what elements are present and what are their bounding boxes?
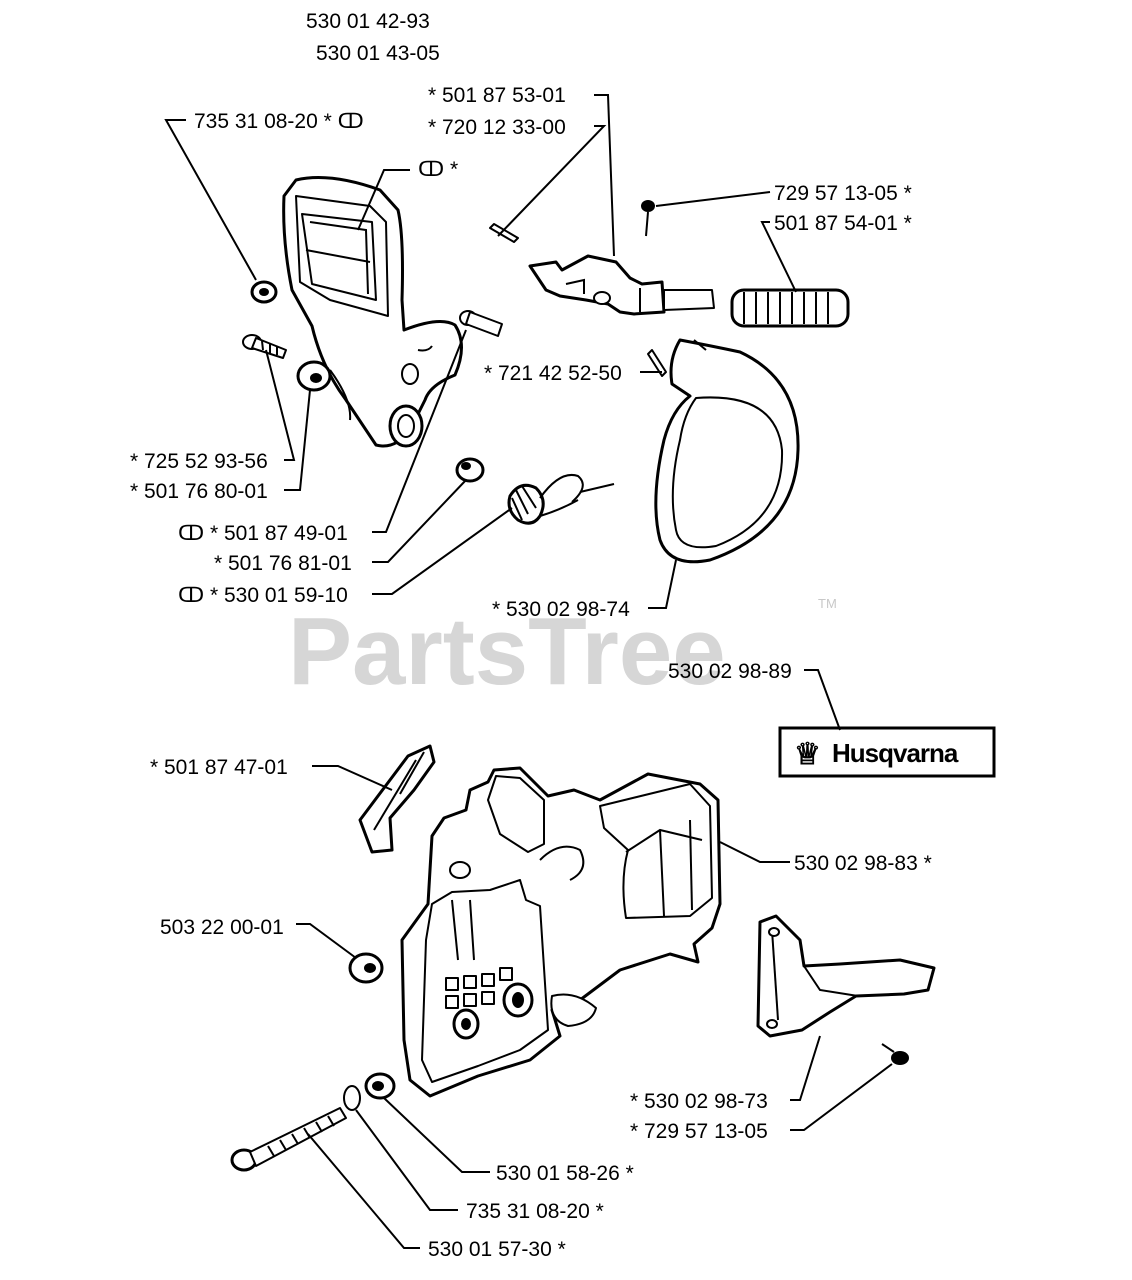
part-label-501-76-80-01: * 501 76 80-01: [130, 480, 268, 503]
brand-plate-text: Husqvarna: [832, 738, 959, 768]
part-label-530-02-98-73: * 530 02 98-73: [630, 1090, 768, 1113]
pivot-bushing-part: [455, 457, 485, 483]
assembly-part-number-2: 530 01 43-05: [316, 42, 440, 65]
coil-spring-part: [730, 288, 850, 328]
part-label-729-57-13-05-top: 729 57 13-05 *: [774, 182, 912, 205]
guard-nut-part: [250, 280, 278, 304]
nut-part: [348, 952, 384, 984]
part-label-501-76-81-01: * 501 76 81-01: [214, 552, 352, 575]
long-bolt-part: [230, 1107, 347, 1172]
trademark-symbol: TM: [818, 596, 837, 611]
part-label-kit-marker: ↀ *: [418, 158, 458, 181]
washer-part: [343, 1085, 361, 1111]
clutch-cover-part: [400, 766, 722, 1098]
husqvarna-decal-part: ♕ Husqvarna: [778, 726, 996, 778]
part-label-735-31-08-20-bottom: 735 31 08-20 *: [466, 1200, 604, 1223]
chain-guide-plate-part: [756, 914, 936, 1038]
husqvarna-logo-icon: ♕: [794, 738, 821, 771]
pivot-bolt-part: [459, 310, 503, 337]
plate-screw-part: [881, 1043, 909, 1065]
spacer-part: [364, 1072, 396, 1100]
small-pin-part: [489, 223, 519, 243]
lever-screw-part: [641, 200, 655, 237]
part-label-501-87-49-01: ↀ * 501 87 49-01: [178, 522, 348, 545]
hand-guard-part: [282, 176, 463, 448]
part-label-720-12-33-00: * 720 12 33-00: [428, 116, 566, 139]
part-label-729-57-13-05-bottom: * 729 57 13-05: [630, 1120, 768, 1143]
part-label-721-42-52-50: * 721 42 52-50: [484, 362, 622, 385]
assembly-part-number-1: 530 01 42-93: [306, 10, 430, 33]
band-pin-part: [647, 349, 667, 377]
part-label-501-87-54-01: 501 87 54-01 *: [774, 212, 912, 235]
clamp-bracket-part: [358, 744, 436, 854]
part-label-530-02-98-89: 530 02 98-89: [668, 660, 792, 683]
guard-bushing-part: [296, 360, 332, 392]
part-label-501-87-47-01: * 501 87 47-01: [150, 756, 288, 779]
part-label-725-52-93-56: * 725 52 93-56: [130, 450, 268, 473]
part-label-503-22-00-01: 503 22 00-01: [160, 916, 284, 939]
brake-lever-part: [528, 254, 715, 316]
part-label-735-31-08-20-top: 735 31 08-20 * ↀ: [194, 110, 364, 133]
brake-band-part: [654, 338, 800, 564]
part-label-501-87-53-01: * 501 87 53-01: [428, 84, 566, 107]
part-label-530-01-58-26: 530 01 58-26 *: [496, 1162, 634, 1185]
part-label-530-01-59-10: ↀ * 530 01 59-10: [178, 584, 348, 607]
guard-screw-part: [242, 334, 287, 359]
part-label-530-02-98-83: 530 02 98-83 *: [794, 852, 932, 875]
watermark-text: PartsTree: [288, 598, 726, 705]
part-label-530-01-57-30: 530 01 57-30 *: [428, 1238, 566, 1261]
torsion-spring-part: [507, 474, 615, 525]
part-label-530-02-98-74: * 530 02 98-74: [492, 598, 630, 621]
leader-lines: [164, 94, 893, 1249]
